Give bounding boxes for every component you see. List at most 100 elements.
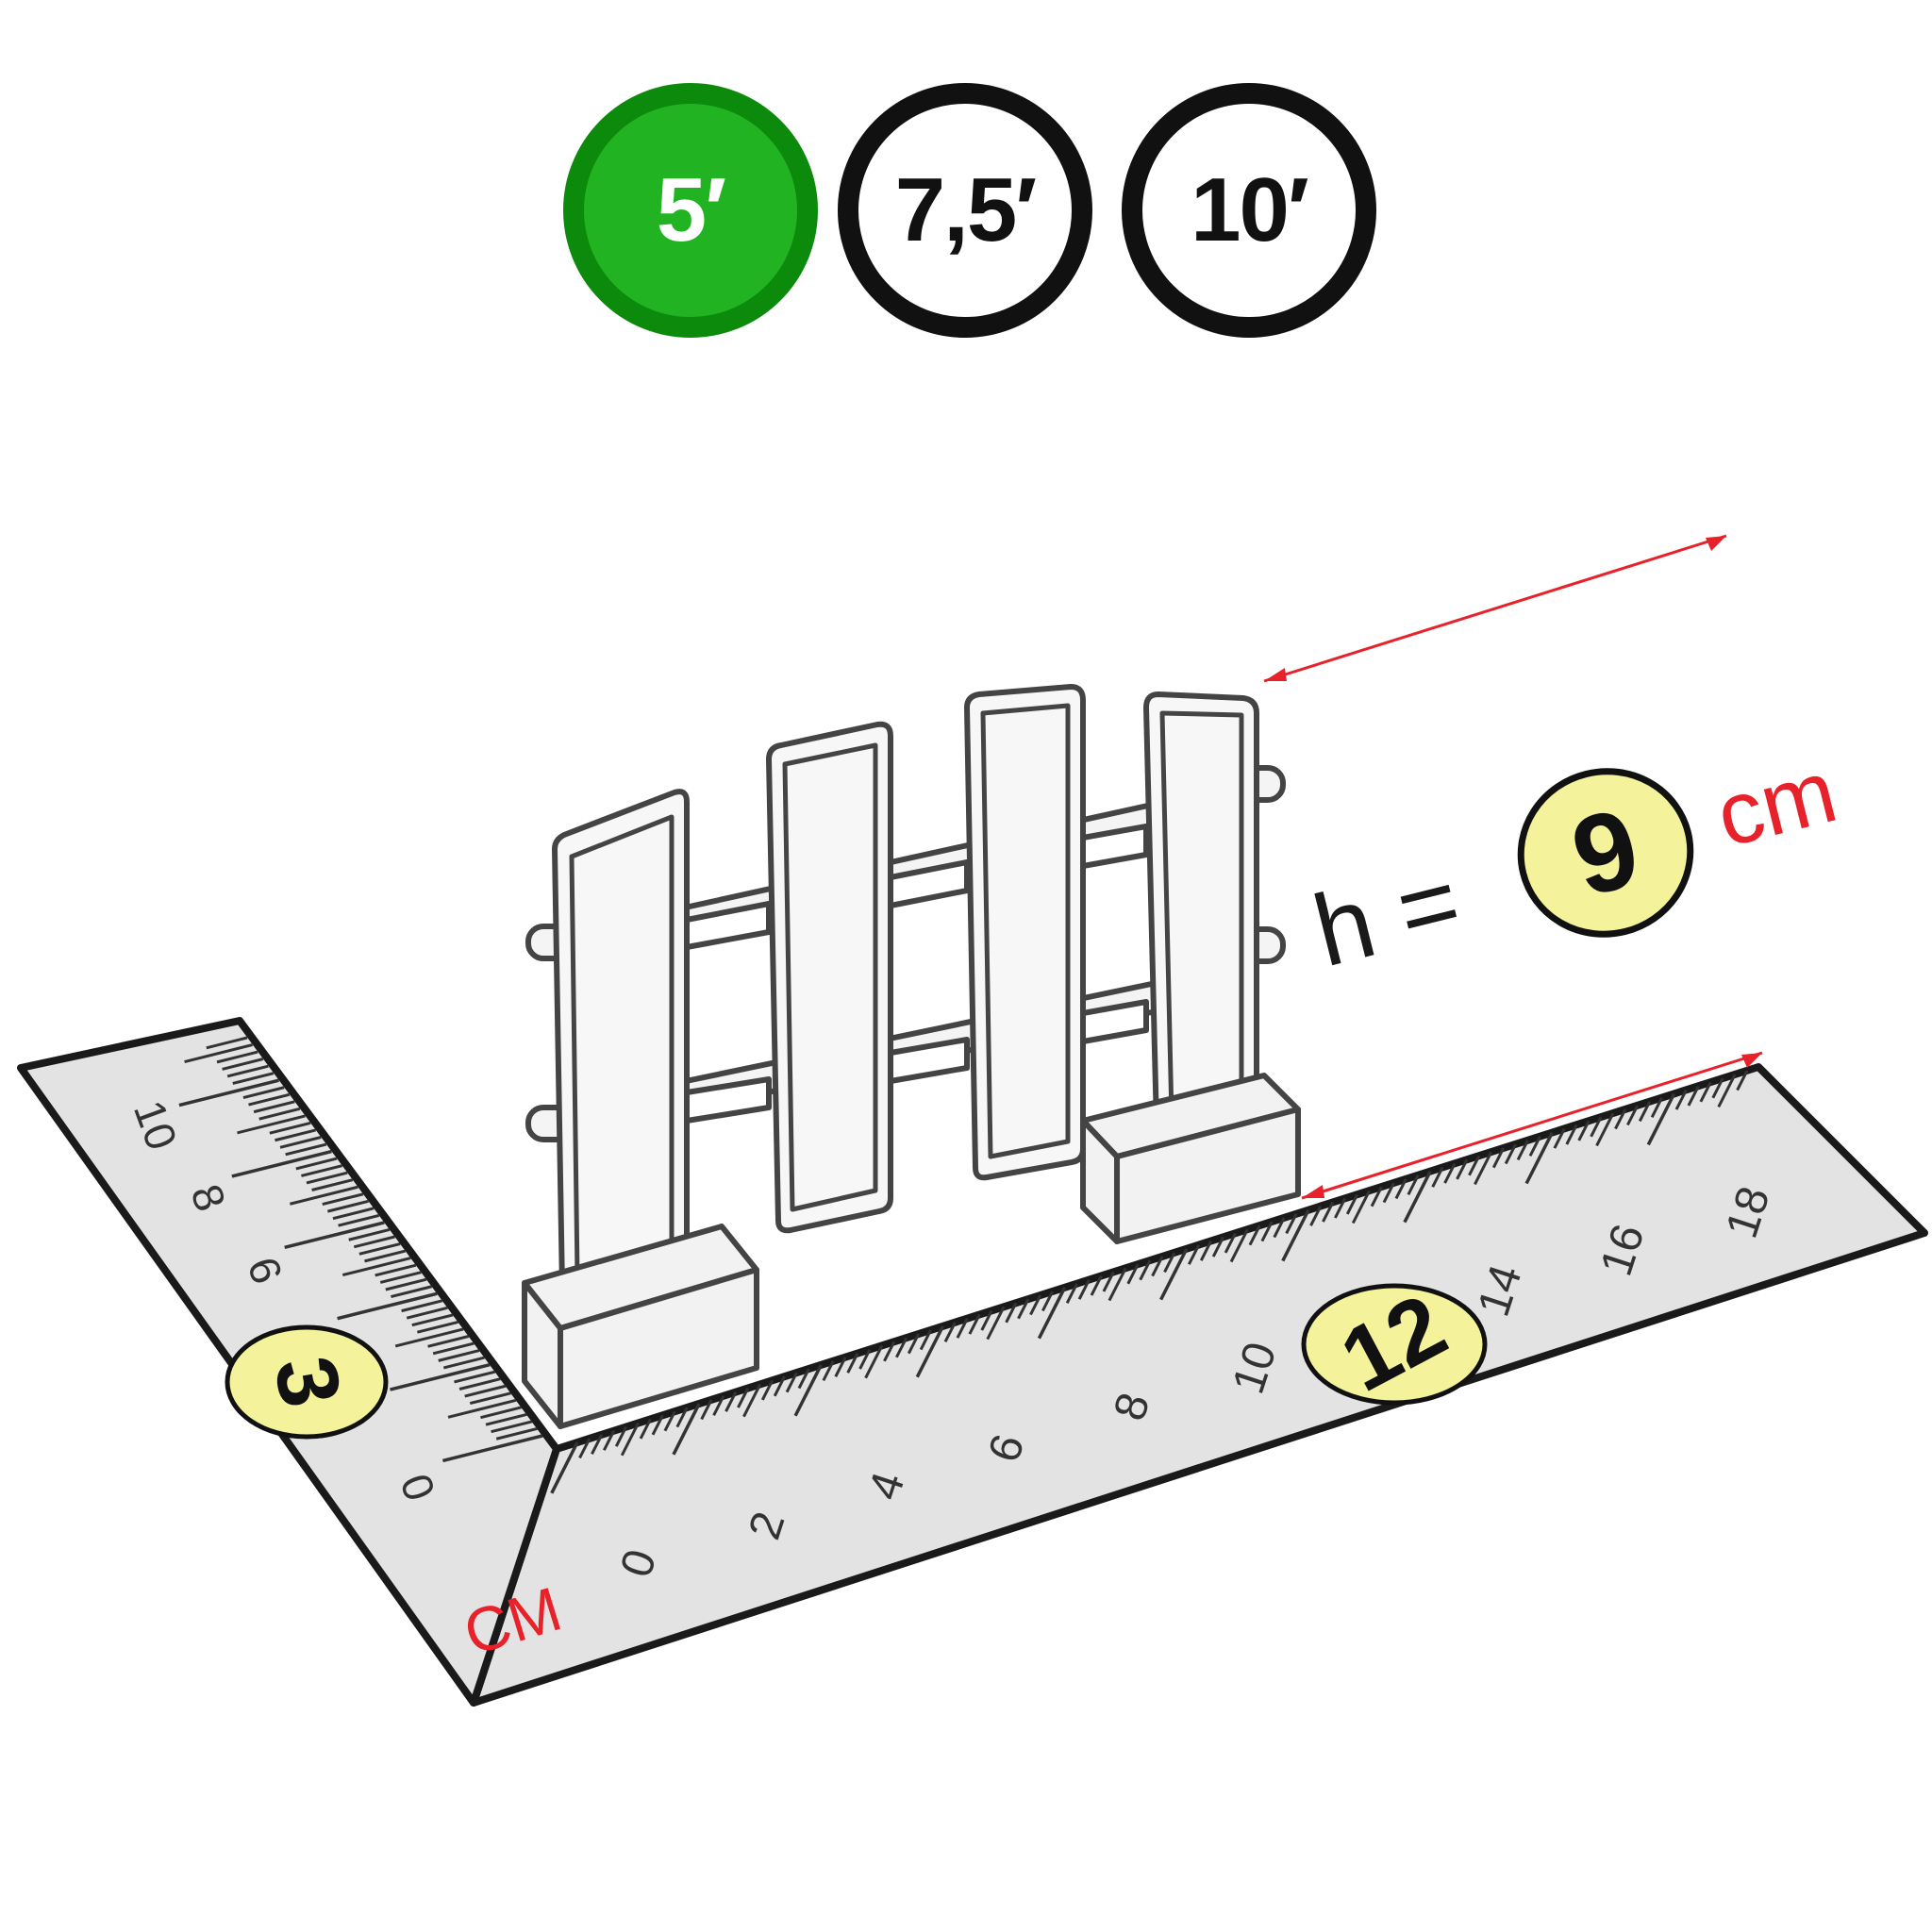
ruler-tick [1273,1217,1286,1239]
ruler-tick [1281,1208,1310,1262]
ruler-tick [341,1257,411,1277]
dimension-line-top [1263,534,1727,683]
ruler-tick [773,1375,786,1397]
ruler-tick [226,1064,269,1078]
ruler-tick [279,1136,322,1149]
ruler-tick [1468,1155,1481,1176]
ruler-tick [956,1317,969,1339]
arrowhead [1264,668,1287,681]
ruler-tick [1029,1294,1042,1316]
height-value-marker [1517,768,1694,938]
ruler-tick [295,1157,338,1171]
ruler-tick [432,1341,475,1356]
ruler-tick [332,1207,375,1221]
ruler-tick [1577,1120,1591,1141]
ruler-tick [1102,1271,1115,1292]
ruler-tick [1077,1278,1091,1300]
fence-board [964,684,1086,1181]
ruler-tick [1065,1283,1078,1304]
ruler-tick [284,1221,385,1250]
ruler-tick [578,1438,591,1459]
ruler-tick [1565,1124,1578,1145]
ruler-tick [1139,1259,1152,1281]
ruler-tick [1090,1274,1103,1296]
fence-board [1143,691,1259,1140]
ruler-tick [1431,1166,1444,1188]
ruler-tick [919,1329,932,1351]
ruler-tick [1005,1302,1018,1324]
ruler-tick [441,1434,543,1463]
ruler-tick [454,1370,496,1384]
ruler-tick [639,1418,652,1440]
ruler-tick [1407,1174,1420,1196]
scale-option-label: 7,5′ [894,159,1037,260]
ruler-tick [895,1337,908,1358]
ruler-tick [206,1036,248,1050]
ruler-tick [1553,1127,1566,1149]
ruler-tick [793,1364,823,1417]
ruler-tick [237,1114,306,1135]
ruler-tick [480,1406,523,1420]
ruler-tick [1041,1291,1055,1312]
ruler-tick [1638,1101,1652,1123]
ruler-tick [326,1199,369,1213]
ruler-tick [458,1377,501,1391]
ruler-tick [178,1078,279,1108]
ruler-tick [390,1362,491,1391]
ruler-tick [222,1058,264,1071]
ruler-tick [442,1356,485,1370]
ruler-tick [1443,1162,1457,1184]
arrowhead [1706,536,1726,551]
ruler-tick [1151,1256,1164,1277]
ruler-tick [1334,1197,1347,1219]
ruler-tick [1650,1097,1663,1118]
ruler-tick [364,1249,407,1263]
ruler-tick [1717,1074,1737,1108]
ruler-tick [1345,1193,1359,1215]
ruler-tick [1188,1244,1201,1265]
width-marker: 3 [225,1324,389,1440]
ruler-tick [290,1185,358,1206]
ruler-tick [737,1387,750,1408]
ruler-tick [337,1291,438,1321]
ruler-tick [232,1072,275,1085]
ruler-tick [1037,1287,1067,1340]
ruler-tick [1370,1186,1383,1208]
ruler-tick [943,1322,957,1343]
ruler-tick [311,1178,354,1191]
ruler-tick [1474,1151,1493,1186]
ruler-tick [406,1306,448,1320]
ruler-tick [675,1407,689,1428]
ruler-tick [620,1422,640,1457]
fence-board [766,721,893,1234]
ruler-tick [915,1325,945,1378]
ruler-tick [672,1403,701,1456]
ruler-tick [1285,1213,1298,1235]
ruler-tick [1403,1170,1432,1224]
ruler-tick [591,1434,604,1456]
ruler-tick [760,1379,774,1401]
ruler-tick [231,1149,332,1178]
ruler-tick [427,1335,470,1348]
height-label-prefix: h = [1303,842,1471,988]
ruler-tick [1199,1240,1213,1261]
arrowhead [1302,1185,1324,1198]
ruler-tick [253,1100,295,1114]
ruler-tick [216,1050,258,1064]
ruler-tick [275,1128,317,1142]
ruler-tick [1163,1252,1176,1274]
ruler-tick [379,1271,422,1284]
ruler-tick [1126,1263,1140,1285]
dimension-line-bottom [1301,1051,1763,1200]
ruler-tick [834,1357,847,1377]
ruler-tick [1322,1201,1335,1223]
ruler-tick [394,1327,464,1348]
ruler-tick [447,1398,517,1419]
ruler-tick [391,1285,432,1299]
ruler-tick [883,1341,896,1362]
ruler-tick [242,1086,285,1100]
ruler-tick [411,1313,454,1327]
ruler-tick [1687,1085,1700,1107]
ruler-tick [469,1391,511,1406]
